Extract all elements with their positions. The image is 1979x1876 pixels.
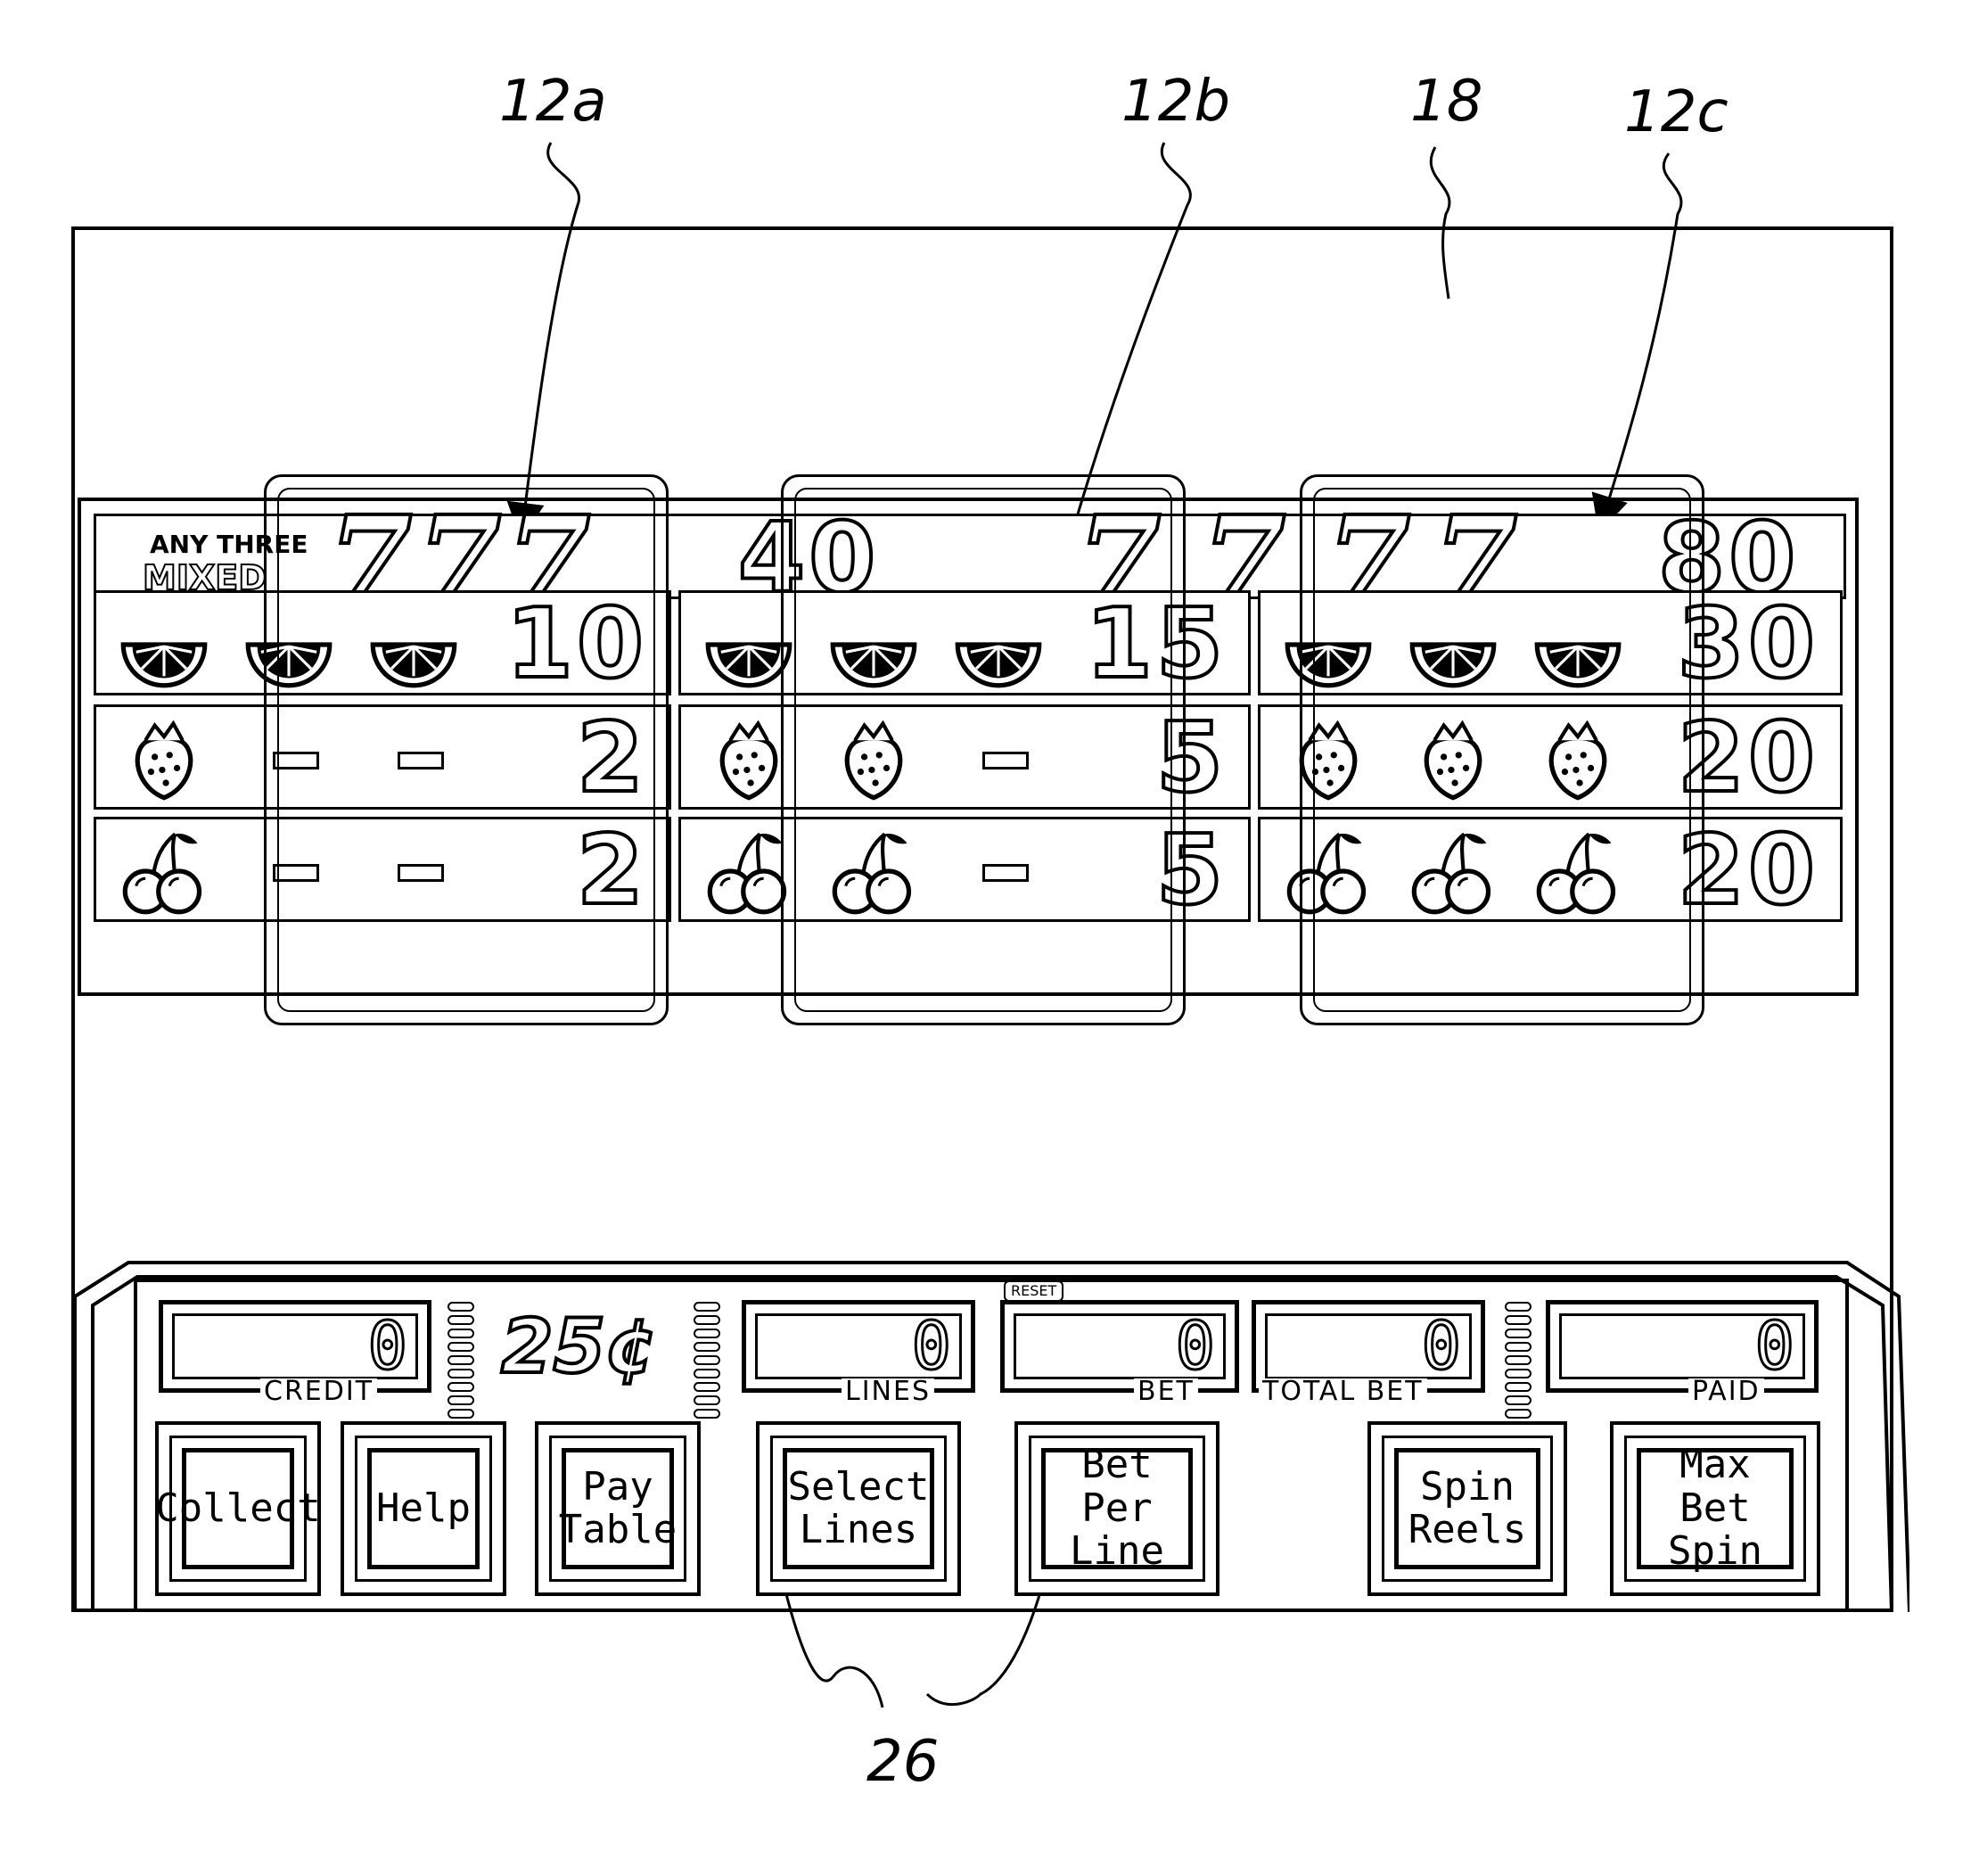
reel-window-12b <box>781 474 1186 1025</box>
paid-label: PAID <box>1688 1378 1764 1405</box>
reference-label-18: 18 <box>1410 73 1482 130</box>
lines-value: 0 <box>911 1313 951 1379</box>
bet-meter: 0 <box>1000 1300 1239 1393</box>
reel-window-12a <box>264 474 669 1025</box>
reset-tag: RESET <box>1004 1280 1063 1302</box>
spin-reels-button[interactable]: Spin Reels <box>1367 1421 1567 1596</box>
strawberry-icon <box>118 712 210 809</box>
reference-label-26: 26 <box>866 1733 939 1790</box>
credit-value: 0 <box>367 1313 407 1379</box>
reference-label-12a: 12a <box>499 73 607 130</box>
pay-table-button-label: Pay Table <box>559 1466 677 1552</box>
lines-label: LINES <box>842 1378 934 1405</box>
total-bet-value: 0 <box>1421 1313 1461 1379</box>
orange-slice-icon <box>118 598 210 695</box>
help-button[interactable]: Help <box>341 1421 506 1596</box>
led-indicator <box>1505 1302 1531 1422</box>
denomination-label: 25¢ <box>501 1309 657 1384</box>
paid-value: 0 <box>1754 1313 1794 1379</box>
max-bet-spin-button-label: Max Bet Spin <box>1641 1444 1789 1573</box>
collect-button[interactable]: Collect <box>155 1421 321 1596</box>
help-button-label: Help <box>376 1487 471 1530</box>
max-bet-spin-button[interactable]: Max Bet Spin <box>1610 1421 1820 1596</box>
led-indicator <box>694 1302 720 1422</box>
paid-meter: 0 <box>1546 1300 1819 1393</box>
total-bet-label: TOTAL BET <box>1259 1378 1427 1405</box>
spin-reels-button-label: Spin Reels <box>1408 1466 1526 1552</box>
led-indicator <box>448 1302 474 1422</box>
reference-label-12b: 12b <box>1121 73 1230 130</box>
bet-label: BET <box>1134 1378 1198 1405</box>
reference-label-12c: 12c <box>1624 84 1729 141</box>
bet-per-line-button-label: Bet Per Line <box>1046 1444 1188 1573</box>
collect-button-label: Collect <box>155 1487 320 1530</box>
pay-table-button[interactable]: Pay Table <box>535 1421 701 1596</box>
reel-window-12c <box>1300 474 1704 1025</box>
cherry-icon <box>118 825 210 921</box>
bet-value: 0 <box>1175 1313 1215 1379</box>
control-panel: 0 CREDIT 25¢ 0 LINES RESET 0 BET 0 TOTAL… <box>73 1255 1909 1612</box>
select-lines-button[interactable]: Select Lines <box>756 1421 961 1596</box>
select-lines-button-label: Select Lines <box>788 1466 930 1552</box>
credit-label: CREDIT <box>260 1378 377 1405</box>
bet-per-line-button[interactable]: Bet Per Line <box>1014 1421 1219 1596</box>
